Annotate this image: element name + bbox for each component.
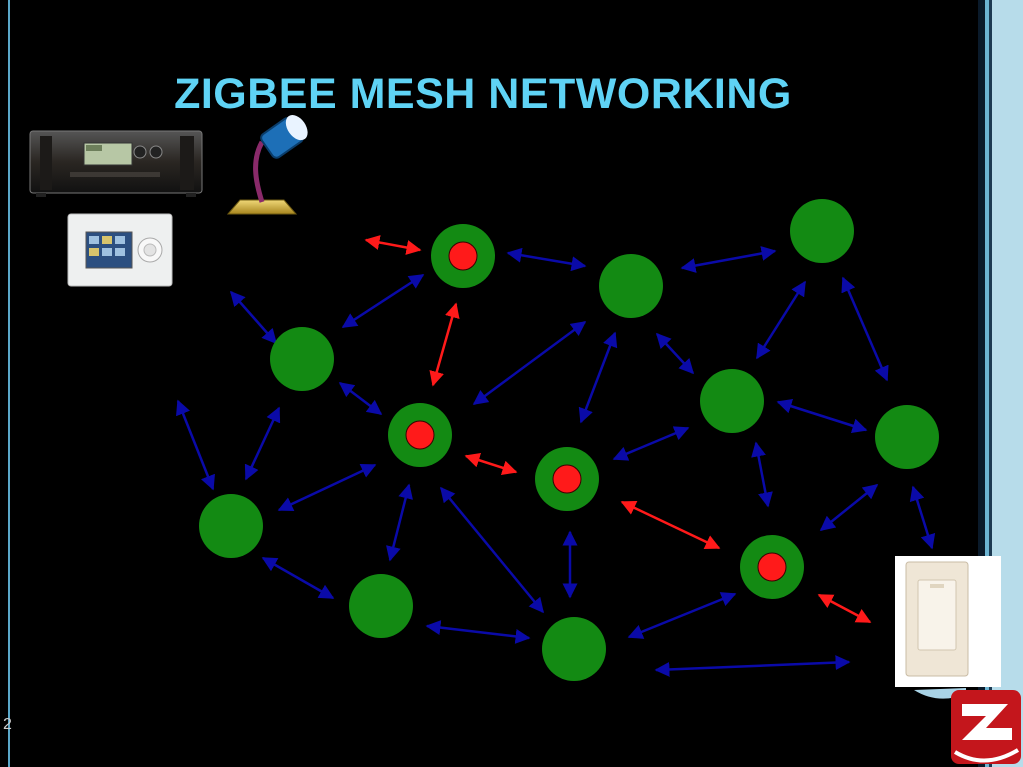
mesh-links <box>176 235 936 677</box>
direct-link-arrow <box>364 235 422 255</box>
mesh-link-arrow <box>244 406 281 481</box>
router-node <box>599 254 663 318</box>
coordinator-core-dot <box>405 420 435 450</box>
home-theater-receiver-icon <box>29 130 203 197</box>
mesh-nodes <box>199 199 939 681</box>
desk-lamp-icon <box>226 115 308 215</box>
zigbee-logo-icon <box>951 690 1021 764</box>
mesh-link-arrow <box>655 332 695 375</box>
mesh-link-arrow <box>261 556 335 600</box>
slide-title: ZIGBEE MESH NETWORKING <box>174 70 792 118</box>
mesh-link-arrow <box>472 320 587 406</box>
slide-number: 2 <box>3 716 12 733</box>
mesh-link-arrow <box>755 280 807 360</box>
left-border-line <box>8 0 10 767</box>
mesh-link-arrow <box>654 655 851 677</box>
mesh-link-arrow <box>841 276 889 382</box>
router-node <box>875 405 939 469</box>
mesh-link-arrow <box>230 290 277 345</box>
mesh-link-arrow <box>425 620 531 644</box>
mesh-link-arrow <box>819 484 879 531</box>
mesh-link-arrow <box>277 463 377 512</box>
direct-link-arrow <box>817 593 872 624</box>
mesh-link-arrow <box>440 486 544 614</box>
mesh-link-arrow <box>338 382 383 415</box>
thermostat-controller-icon <box>67 213 173 287</box>
router-node <box>270 327 334 391</box>
mesh-link-arrow <box>909 485 936 550</box>
router-node <box>542 617 606 681</box>
mesh-link-arrow <box>341 273 425 329</box>
router-node <box>790 199 854 263</box>
mesh-link-arrow <box>680 246 777 273</box>
router-node <box>700 369 764 433</box>
mesh-link-arrow <box>176 399 215 491</box>
coordinator-core-dot <box>757 552 787 582</box>
router-node <box>349 574 413 638</box>
direct-link-arrow <box>429 302 460 387</box>
mesh-link-arrow <box>386 483 413 562</box>
mesh-link-arrow <box>578 331 618 424</box>
direct-link-arrow <box>464 452 518 476</box>
mesh-link-arrow <box>751 441 773 508</box>
coordinator-core-dot <box>552 464 582 494</box>
coordinator-core-dot <box>448 241 478 271</box>
mesh-link-arrow <box>776 398 868 434</box>
mesh-link-arrow <box>506 247 587 272</box>
mesh-link-arrow <box>612 426 690 461</box>
wall-light-switch-icon <box>895 556 1001 687</box>
router-node <box>199 494 263 558</box>
mesh-link-arrow <box>627 592 737 639</box>
direct-link-arrow <box>620 500 721 550</box>
